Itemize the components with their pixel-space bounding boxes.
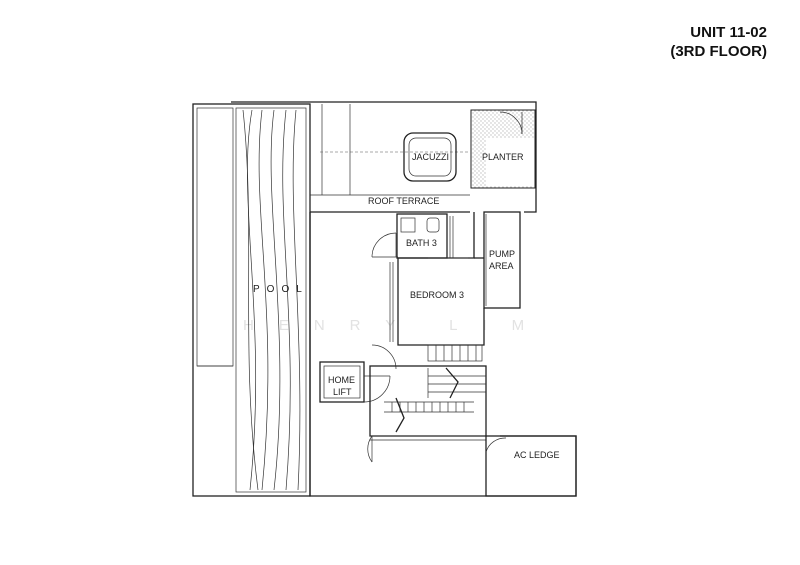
watermark: HENRY LIM — [243, 317, 549, 334]
unit-number: UNIT 11-02 — [690, 24, 767, 41]
pump-area: PUMP AREA — [483, 211, 521, 309]
bath-3: BATH 3 — [396, 213, 454, 259]
planter: PLANTER — [470, 109, 536, 189]
staircase — [367, 365, 487, 463]
pump-label-1: PUMP — [489, 249, 515, 259]
jacuzzi-label: JACUZZI — [412, 152, 449, 162]
home-lift: HOME LIFT — [319, 344, 397, 403]
pump-label-2: AREA — [489, 261, 514, 271]
pool-area: POOL — [192, 103, 311, 497]
lift-label-1: HOME — [328, 375, 355, 385]
planter-label: PLANTER — [482, 152, 524, 162]
floor-label: (3RD FLOOR) — [670, 43, 767, 60]
wardrobe — [427, 344, 483, 362]
pool-label: POOL — [253, 284, 309, 295]
jacuzzi: JACUZZI — [403, 132, 457, 182]
roof-terrace-label: ROOF TERRACE — [368, 196, 439, 206]
bedroom-label: BEDROOM 3 — [410, 290, 464, 300]
ac-ledge-label: AC LEDGE — [514, 450, 560, 460]
bath-label: BATH 3 — [406, 238, 437, 248]
lift-label-2: LIFT — [333, 387, 352, 397]
ac-ledge: AC LEDGE — [485, 435, 577, 497]
